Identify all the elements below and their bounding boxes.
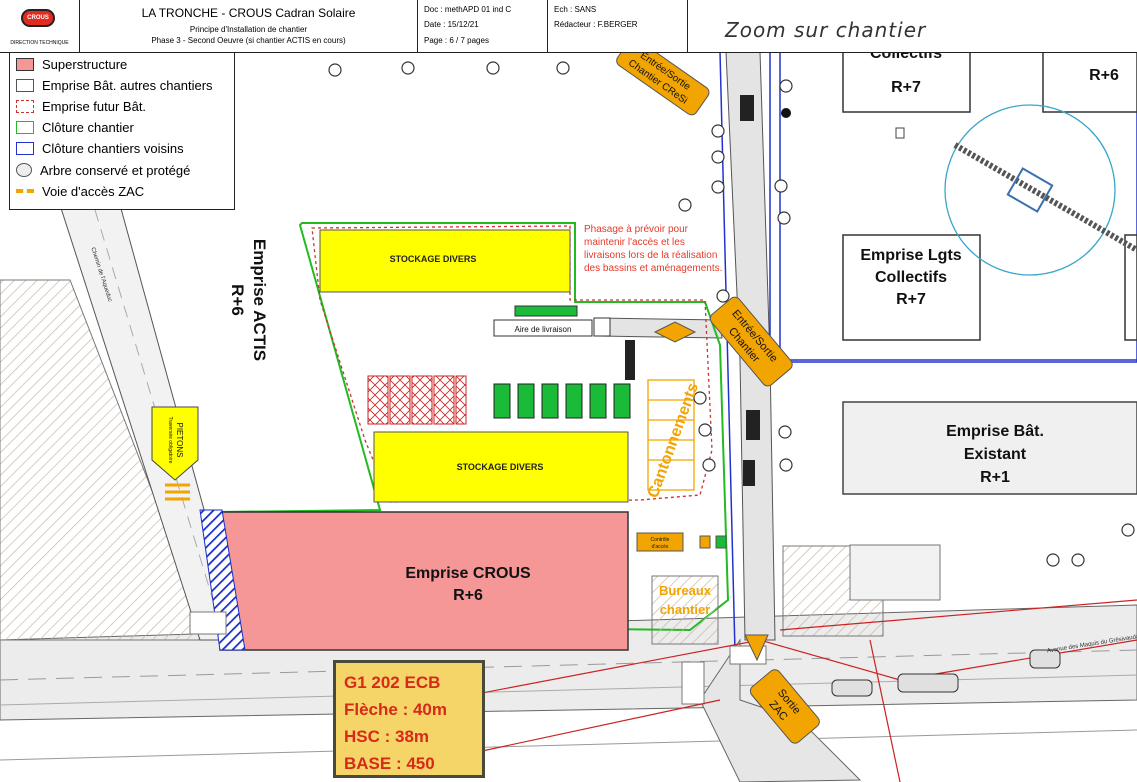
title-cell: LA TRONCHE - CROUS Cadran Solaire Princi…: [80, 0, 418, 52]
zoom-label: Zoom sur chantier: [725, 18, 927, 42]
doc-scale: Ech : SANS: [554, 5, 597, 14]
livraison-label: Aire de livraison: [515, 325, 572, 334]
storage-top: [319, 229, 571, 293]
bureaux-label-2: chantier: [660, 602, 711, 617]
existant-label-2: Existant: [964, 446, 1027, 463]
legend-item-voie-zac: Voie d'accès ZAC: [16, 181, 144, 201]
doc-subtitle-2: Phase 3 - Second Oeuvre (si chantier ACT…: [151, 36, 346, 45]
delivery-area: [493, 319, 593, 337]
crane-model: G1 202 ECB: [344, 673, 441, 692]
legend-label: Clôture chantier: [42, 119, 134, 135]
doc-info-cell: Doc : methAPD 01 ind C Date : 15/12/21 P…: [418, 0, 548, 52]
legend-label: Emprise futur Bât.: [42, 98, 147, 114]
existant-label-1: Emprise Bât.: [946, 423, 1044, 440]
crous-label-1: Emprise CROUS: [405, 565, 531, 582]
legend-item-superstructure: Superstructure: [16, 54, 127, 74]
legend-label: Clôture chantiers voisins: [42, 140, 184, 156]
legend-label: Superstructure: [42, 56, 128, 72]
crane-hsc: HSC : 38m: [344, 727, 430, 746]
storage-bottom-label: STOCKAGE DIVERS: [457, 462, 544, 472]
crane-info-box: G1 202 ECB Flèche : 40m HSC : 38m BASE :…: [333, 660, 485, 778]
scale-cell: Ech : SANS Rédacteur : F.BERGER: [548, 0, 688, 52]
tree-icon: [16, 163, 32, 177]
svg-text:maintenir l'accès et les: maintenir l'accès et les: [584, 237, 685, 248]
doc-author: Rédacteur : F.BERGER: [554, 20, 638, 29]
controle-label-1: Contrôle: [651, 537, 670, 543]
legend-item-cloture-voisins: Clôture chantiers voisins: [16, 138, 184, 158]
legend-label: Emprise Bât. autres chantiers: [42, 77, 213, 93]
title-block: CROUS DIRECTION TECHNIQUE LA TRONCHE - C…: [0, 0, 1137, 53]
trees: [328, 61, 1135, 567]
svg-text:Phasage à prévoir pour: Phasage à prévoir pour: [584, 224, 689, 235]
crous-footprint: [219, 511, 629, 651]
legend-item-futur-bat: Emprise futur Bât.: [16, 96, 146, 116]
legend-swatch-autres-chantiers: [16, 78, 34, 92]
r6-top-label: R+6: [1089, 67, 1119, 84]
red-containers: [367, 375, 467, 425]
logo-cell: CROUS DIRECTION TECHNIQUE: [0, 0, 80, 52]
actis-label-1: Emprise ACTIS: [250, 239, 269, 361]
lgts-label-2: Collectifs: [875, 269, 947, 286]
bureaux-label-1: Bureaux: [659, 583, 712, 598]
r7-top-label: R+7: [891, 79, 921, 96]
cantonnements-units: [647, 379, 695, 491]
controle-label-2: d'accès: [652, 544, 669, 550]
green-bins: [493, 383, 631, 419]
legend-swatch-futur-bat: [16, 99, 34, 113]
crane-base: BASE : 450: [344, 754, 435, 773]
phasage-note: Phasage à prévoir pour maintenir l'accès…: [584, 224, 722, 274]
pietons-label-1: PIETONS: [175, 423, 184, 458]
logo-caption: DIRECTION TECHNIQUE: [10, 40, 69, 46]
doc-subtitle-1: Principe d'Installation de chantier: [189, 25, 308, 34]
crane-fleche: Flèche : 40m: [344, 700, 447, 719]
legend-swatch-cloture-voisins: [16, 141, 34, 155]
pietons-label-2: Traversée obligatoire: [167, 417, 173, 464]
controle-acces-box: [636, 532, 684, 552]
legend-swatch-superstructure: [16, 57, 34, 71]
svg-text:livraisons lors de la réalisat: livraisons lors de la réalisation: [584, 250, 717, 261]
legend-item-autres-chantiers: Emprise Bât. autres chantiers: [16, 75, 213, 95]
legend-item-cloture-chantier: Clôture chantier: [16, 117, 134, 137]
lgts-label-3: R+7: [896, 291, 926, 308]
actis-label-2: R+6: [228, 284, 247, 316]
doc-ref: Doc : methAPD 01 ind C: [424, 5, 512, 14]
crous-logo: CROUS: [21, 9, 55, 27]
legend: Superstructure Emprise Bât. autres chant…: [9, 52, 235, 210]
doc-page: Page : 6 / 7 pages: [424, 36, 489, 45]
lgts-label-1: Emprise Lgts: [860, 247, 961, 264]
doc-title: LA TRONCHE - CROUS Cadran Solaire: [141, 6, 356, 20]
existant-label-3: R+1: [980, 469, 1010, 486]
crane-radius: [944, 104, 1116, 276]
storage-bottom: [373, 431, 629, 503]
bureaux-area: [651, 575, 719, 645]
legend-item-arbre: Arbre conservé et protégé: [16, 160, 190, 180]
doc-date: Date : 15/12/21: [424, 20, 479, 29]
legend-swatch-cloture-chantier: [16, 120, 34, 134]
svg-text:des bassins et aménagements.: des bassins et aménagements.: [584, 263, 722, 274]
legend-label: Voie d'accès ZAC: [42, 183, 145, 199]
crous-label-2: R+6: [453, 587, 483, 604]
legend-label: Arbre conservé et protégé: [40, 162, 191, 178]
storage-top-label: STOCKAGE DIVERS: [390, 254, 477, 264]
legend-swatch-voie-zac: [16, 189, 34, 193]
pietons-arrow: [151, 406, 199, 481]
